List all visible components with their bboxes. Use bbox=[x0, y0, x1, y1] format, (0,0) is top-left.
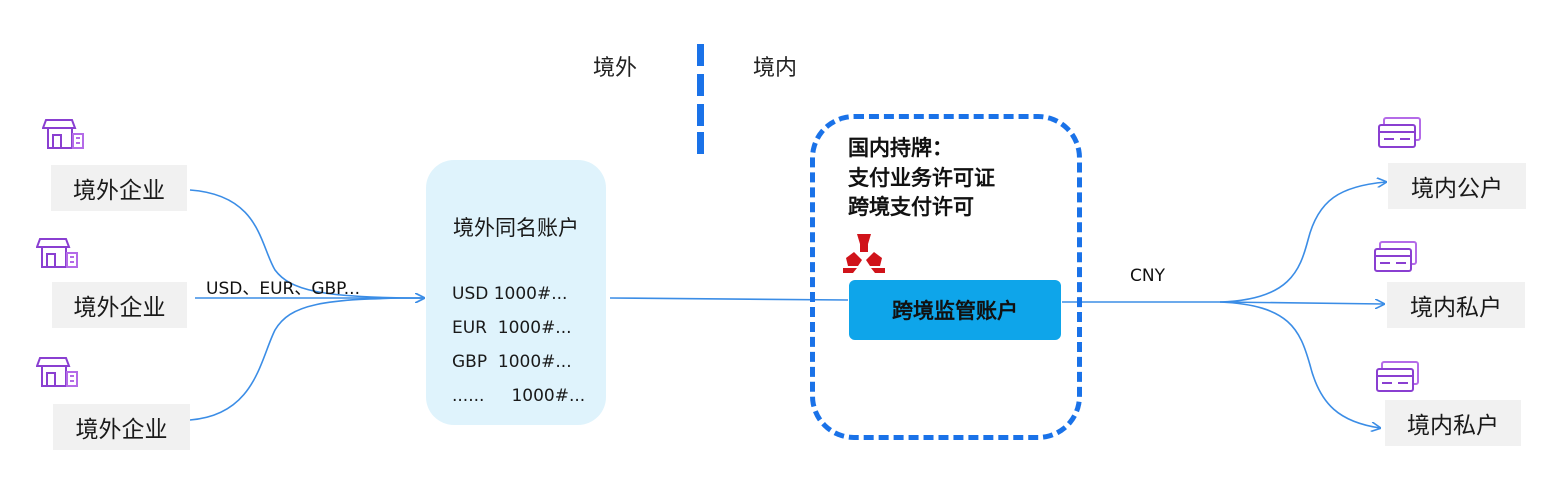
bank-card-icon bbox=[1376, 361, 1419, 392]
licensed-entity-box bbox=[810, 114, 1082, 440]
account-row: EUR 1000#... bbox=[452, 318, 572, 338]
flow-line-to-corporate bbox=[1219, 182, 1386, 303]
account-row: ...... 1000#... bbox=[452, 386, 586, 406]
flow-line-account-to-supervision bbox=[609, 297, 849, 301]
flow-line-company-1 bbox=[189, 189, 424, 298]
license-line: 支付业务许可证 bbox=[848, 166, 995, 190]
offshore-company-box: 境外企业 bbox=[53, 404, 190, 450]
offshore-account-title: 境外同名账户 bbox=[453, 216, 579, 240]
license-line: 跨境支付许可 bbox=[848, 195, 974, 219]
bank-card-icon bbox=[1378, 117, 1421, 148]
outgoing-currency-label: CNY bbox=[1130, 266, 1165, 286]
offshore-company-box: 境外企业 bbox=[51, 165, 187, 211]
offshore-account-box: 境外同名账户 USD 1000#... EUR 1000#... GBP 100… bbox=[426, 160, 606, 425]
offshore-label: 境外 bbox=[593, 56, 638, 81]
storefront-icon bbox=[36, 238, 78, 268]
license-line: 国内持牌： bbox=[848, 136, 953, 160]
pboc-logo-icon bbox=[843, 234, 885, 273]
incoming-currency-label: USD、EUR、GBP... bbox=[206, 279, 360, 299]
account-row: GBP 1000#... bbox=[452, 352, 572, 372]
storefront-icon bbox=[36, 357, 78, 387]
border-divider bbox=[697, 44, 704, 154]
flow-line-to-private-2 bbox=[1219, 301, 1380, 428]
domestic-account-box: 境内私户 bbox=[1387, 282, 1525, 328]
account-row: USD 1000#... bbox=[452, 284, 568, 304]
onshore-label: 境内 bbox=[753, 56, 798, 81]
domestic-account-box: 境内公户 bbox=[1388, 163, 1526, 209]
flow-line-company-3 bbox=[189, 297, 425, 421]
domestic-account-box: 境内私户 bbox=[1385, 400, 1521, 446]
flow-line-to-private-1 bbox=[1219, 302, 1384, 304]
storefront-icon bbox=[42, 119, 84, 149]
cross-border-supervision-account: 跨境监管账户 bbox=[849, 280, 1061, 340]
offshore-company-box: 境外企业 bbox=[52, 282, 187, 328]
bank-card-icon bbox=[1374, 241, 1417, 272]
